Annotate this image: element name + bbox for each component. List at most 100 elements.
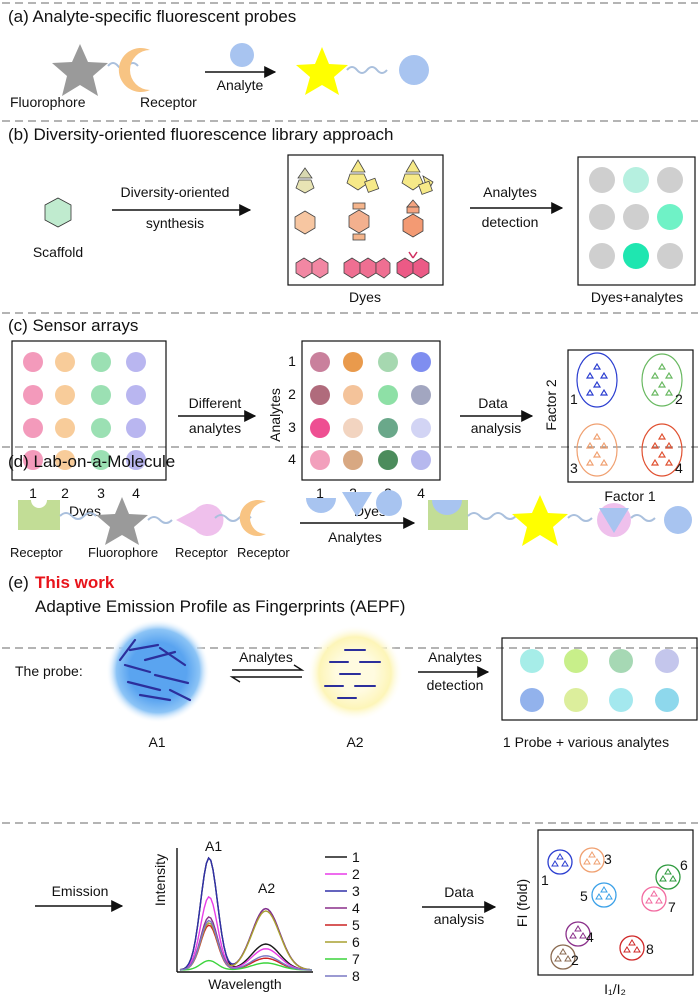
cluster-circle-2: [550, 944, 576, 970]
cluster-circle-7: [641, 886, 667, 912]
scaffold-hexagon: [44, 197, 72, 228]
analyte-ball: [230, 43, 254, 67]
result-label: 1 Probe + various analytes: [503, 734, 669, 750]
data-analysis-1: Data: [478, 395, 508, 411]
arrow-a-label: Analyte: [217, 77, 264, 93]
a2-label: A2: [346, 734, 363, 750]
response-array: [310, 352, 431, 470]
lit-star: [296, 47, 348, 95]
data-label-1: Data: [444, 884, 474, 900]
linker-d1: [59, 512, 97, 520]
cluster-marks-1: [551, 853, 569, 867]
cluster-marks-8: [623, 939, 641, 953]
cluster-marks-3: [583, 851, 601, 865]
linker-d4: [467, 512, 517, 520]
probe-label: The probe:: [15, 663, 83, 679]
legend-label-8: 8: [352, 968, 360, 984]
cluster-circle-8: [619, 935, 645, 961]
dye-analyte-box: [577, 156, 696, 286]
cluster-circle-1: [547, 849, 573, 875]
cluster-label-1: 1: [541, 872, 549, 888]
detect-label-1: Analytes: [428, 649, 482, 665]
linker-d5: [567, 514, 593, 522]
this-work-label: This work: [35, 573, 115, 592]
legend-label-5: 5: [352, 917, 360, 933]
a2-peak-label: A2: [258, 880, 275, 896]
panel-e-spectra: Emission Intensity A1 A2 Wavelength 1234…: [35, 829, 694, 997]
cluster-label-4: 4: [586, 929, 594, 945]
detection-label-2: detection: [482, 214, 539, 230]
equilibrium-arrows: [229, 664, 305, 683]
data-analysis-2: analysis: [471, 420, 522, 436]
diff-analytes-1: Different: [189, 395, 242, 411]
factor1-axis: Factor 1: [604, 488, 656, 504]
a1-peak-label: A1: [205, 838, 222, 854]
receptor-label-3: Receptor: [237, 545, 290, 560]
wavelength-axis: Wavelength: [208, 976, 281, 992]
dye-row-1: [295, 159, 434, 195]
dyes-analytes-label: Dyes+analytes: [591, 289, 683, 305]
dye-array: [23, 352, 146, 470]
cluster-4: 4: [675, 460, 683, 476]
cluster-3: 3: [570, 460, 578, 476]
lit-star-d: [512, 495, 568, 546]
receptor-square: [18, 500, 60, 530]
panel-a: (a) Analyte-specific fluorescent probes …: [8, 7, 429, 110]
legend-label-7: 7: [352, 951, 360, 967]
spectrum-curve-7: [179, 959, 313, 971]
legend-label-1: 1: [352, 849, 360, 865]
panel-d-title: (d) Lab-on-a-Molecule: [8, 452, 175, 471]
bound-halfdisc: [432, 500, 462, 515]
score-clusters: [576, 352, 683, 477]
cluster-label-7: 7: [668, 899, 676, 915]
analytes-axis: Analytes: [267, 388, 283, 442]
a1-label: A1: [148, 734, 165, 750]
row-4: 4: [288, 451, 296, 467]
cluster-marks-5: [595, 886, 613, 900]
cluster-marks-6: [659, 868, 677, 882]
col-1: 1: [29, 485, 37, 501]
col-4: 4: [132, 485, 140, 501]
data-label-2: analysis: [434, 911, 485, 927]
panel-e-label: (e): [8, 573, 29, 592]
dyes-label: Dyes: [349, 289, 381, 305]
fingerprint-grid: [520, 649, 679, 712]
receptor-crescent-d: [239, 500, 266, 536]
cluster-2: 2: [675, 391, 683, 407]
cluster-label-2: 2: [571, 952, 579, 968]
linker-d2: [147, 516, 173, 524]
fi-axis: FI (fold): [514, 879, 530, 927]
a2-rods: [324, 649, 381, 699]
analyte-wedge: [342, 492, 372, 517]
scaffold-label: Scaffold: [33, 244, 83, 260]
separators: [2, 2, 698, 824]
detection-label-1: Analytes: [483, 184, 537, 200]
receptor-crescent: [118, 47, 150, 92]
dos-label-2: synthesis: [146, 215, 204, 231]
a1-rods: [118, 638, 192, 702]
legend-label-2: 2: [352, 866, 360, 882]
intensity-axis: Intensity: [152, 854, 168, 906]
cluster-marks-4: [569, 925, 587, 939]
legend-label-4: 4: [352, 900, 360, 916]
analyte-disc: [376, 490, 402, 516]
col2-1: 1: [316, 485, 324, 501]
a1-aggregate: [106, 619, 210, 723]
cluster-circle-6: [655, 864, 681, 890]
cluster-plot-box: [537, 829, 694, 976]
panel-c-title: (c) Sensor arrays: [8, 316, 138, 335]
linker-d6: [630, 514, 656, 522]
cluster-circle-3: [579, 847, 605, 873]
aepf-title: Adaptive Emission Profile as Fingerprint…: [35, 597, 405, 616]
cluster-circle-4: [565, 921, 591, 947]
receptor-label-1: Receptor: [10, 545, 63, 560]
receptor-pacman: [176, 504, 224, 536]
panel-b: (b) Diversity-oriented fluorescence libr…: [8, 125, 696, 305]
receptor-label: Receptor: [140, 94, 197, 110]
row-3: 3: [288, 419, 296, 435]
row-1: 1: [288, 353, 296, 369]
score-plot-box: [567, 349, 694, 483]
